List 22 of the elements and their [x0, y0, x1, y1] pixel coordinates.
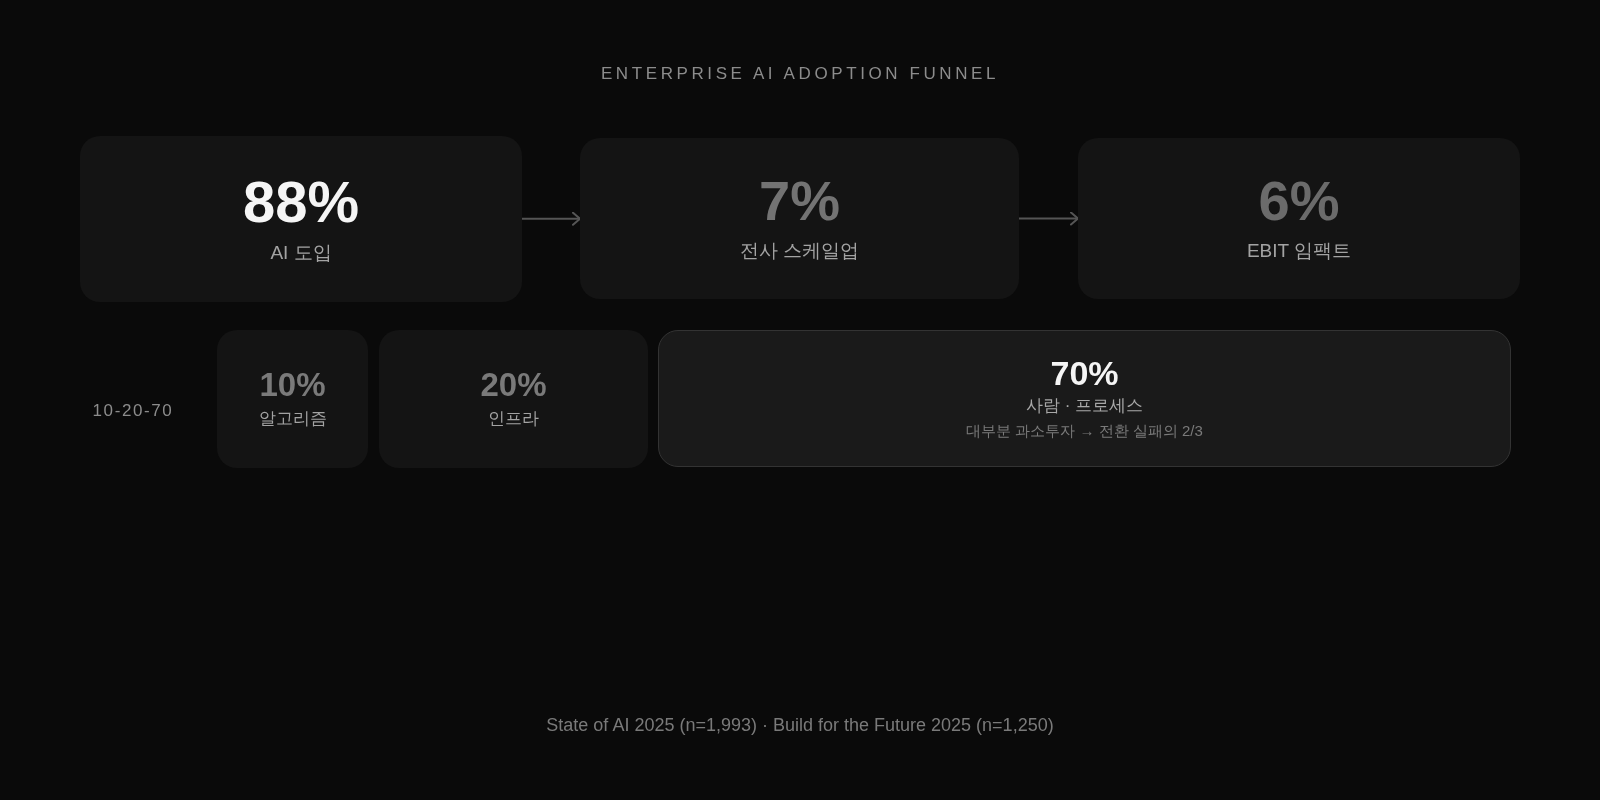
note-text: 대부분 과소투자 → 전환 실패의 2/3 — [966, 421, 1203, 441]
stat-value: 20% — [480, 367, 547, 401]
stat-card — [80, 136, 522, 302]
caption: State of AI 2025 (n=1,993) · Build for the Future 2025 (n=1,250) — [545, 715, 1055, 736]
stat-value: 6% — [1258, 173, 1340, 230]
stat-card — [1078, 138, 1520, 299]
stat-value: 70% — [1050, 356, 1119, 391]
row-label: 10-20-70 — [92, 400, 174, 422]
title: ENTERPRISE AI ADOPTION FUNNEL — [599, 64, 1001, 84]
stat-value: 88% — [242, 172, 360, 231]
stat-label: 인프라 — [488, 407, 539, 430]
stat-value: 7% — [759, 173, 840, 230]
stat-label: EBIT 임팩트 — [1246, 239, 1352, 264]
stat-card — [658, 330, 1511, 467]
stat-label: 사람 · 프로세스 — [1025, 395, 1144, 418]
stat-value: 10% — [259, 367, 326, 401]
stat-label: 알고리즘 — [258, 407, 327, 430]
stat-label: AI 도입 — [270, 240, 332, 265]
stat-card — [580, 138, 1019, 299]
stat-label: 전사 스케일업 — [739, 239, 860, 264]
arrow — [1018, 211, 1079, 226]
arrow — [521, 211, 581, 226]
